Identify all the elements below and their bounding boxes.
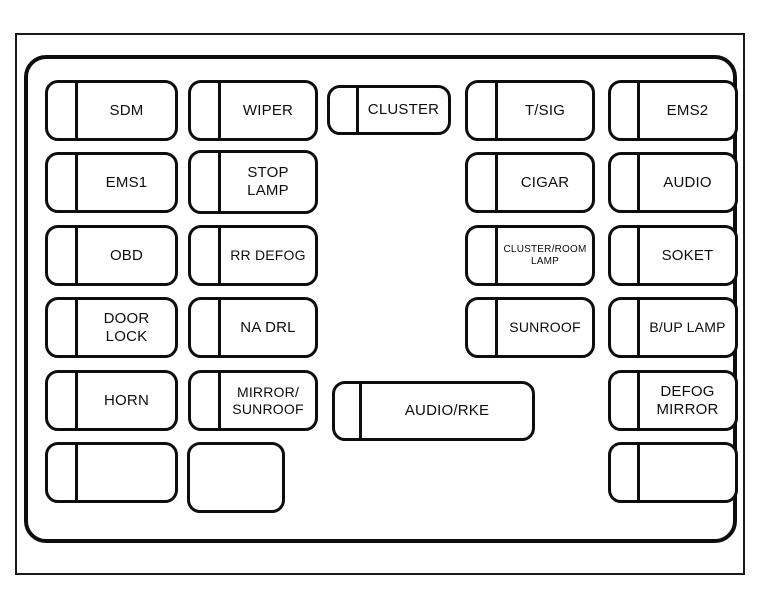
fuse-slot-stop-lamp[interactable]: STOP LAMP bbox=[188, 150, 318, 214]
fuse-slot-divider bbox=[495, 80, 498, 141]
fuse-slot-divider bbox=[495, 152, 498, 213]
fuse-slot-label: B/UP LAMP bbox=[649, 319, 726, 336]
fuse-slot-label: HORN bbox=[104, 391, 149, 409]
fuse-slot-defog-mirror[interactable]: DEFOG MIRROR bbox=[608, 370, 738, 431]
fuse-slot-wiper[interactable]: WIPER bbox=[188, 80, 318, 141]
fuse-slot-divider bbox=[75, 370, 78, 431]
fuse-slot-label: CIGAR bbox=[520, 173, 570, 191]
fuse-slot-label: AUDIO/RKE bbox=[404, 402, 490, 420]
fuse-slot-divider bbox=[359, 381, 362, 441]
fuse-slot-empty-col5[interactable] bbox=[608, 442, 738, 503]
fuse-slot-obd[interactable]: OBD bbox=[45, 225, 178, 286]
fuse-slot-label: T/SIG bbox=[524, 101, 566, 119]
fuse-slot-label bbox=[190, 445, 282, 510]
fuse-slot-tsig[interactable]: T/SIG bbox=[465, 80, 595, 141]
fuse-slot-audio[interactable]: AUDIO bbox=[608, 152, 738, 213]
fuse-slot-ems2[interactable]: EMS2 bbox=[608, 80, 738, 141]
fuse-slot-cluster[interactable]: CLUSTER bbox=[327, 85, 451, 135]
fuse-slot-na-drl[interactable]: NA DRL bbox=[188, 297, 318, 358]
fuse-slot-divider bbox=[75, 80, 78, 141]
fuse-slot-sdm[interactable]: SDM bbox=[45, 80, 178, 141]
fuse-slot-divider bbox=[637, 297, 640, 358]
fuse-slot-divider bbox=[495, 297, 498, 358]
fuse-slot-label: EMS1 bbox=[105, 173, 148, 191]
fuse-slot-empty-col2[interactable] bbox=[187, 442, 285, 513]
fuse-slot-rr-defog[interactable]: RR DEFOG bbox=[188, 225, 318, 286]
fuse-slot-label bbox=[640, 445, 735, 500]
fuse-slot-bup-lamp[interactable]: B/UP LAMP bbox=[608, 297, 738, 358]
fuse-slot-label: NA DRL bbox=[240, 318, 296, 336]
fuse-slot-horn[interactable]: HORN bbox=[45, 370, 178, 431]
fuse-slot-label: OBD bbox=[109, 246, 144, 264]
fuse-slot-divider bbox=[356, 85, 359, 135]
fuse-slot-label: RR DEFOG bbox=[230, 247, 306, 264]
fuse-slot-label: MIRROR/ SUNROOF bbox=[232, 383, 304, 417]
fuse-slot-label: AUDIO bbox=[663, 173, 712, 191]
fuse-slot-divider bbox=[637, 152, 640, 213]
fuse-slot-soket[interactable]: SOKET bbox=[608, 225, 738, 286]
fuse-slot-door-lock[interactable]: DOOR LOCK bbox=[45, 297, 178, 358]
fuse-slot-divider bbox=[75, 297, 78, 358]
fuse-slot-divider bbox=[637, 442, 640, 503]
fuse-slot-divider bbox=[637, 80, 640, 141]
fuse-slot-divider bbox=[218, 150, 221, 214]
fuse-slot-label: SDM bbox=[109, 101, 144, 119]
fuse-slot-label: WIPER bbox=[242, 101, 294, 119]
fuse-slot-label bbox=[78, 445, 175, 500]
fuse-slot-label: CLUSTER bbox=[367, 101, 440, 119]
fuse-slot-label: DOOR LOCK bbox=[103, 309, 150, 345]
fuse-slot-sunroof[interactable]: SUNROOF bbox=[465, 297, 595, 358]
fuse-slot-divider bbox=[637, 370, 640, 431]
fuse-slot-ems1[interactable]: EMS1 bbox=[45, 152, 178, 213]
fuse-slot-divider bbox=[218, 225, 221, 286]
fuse-slot-mirror-sunroof[interactable]: MIRROR/ SUNROOF bbox=[188, 370, 318, 431]
fuse-slot-divider bbox=[637, 225, 640, 286]
fuse-slot-divider bbox=[495, 225, 498, 286]
fuse-slot-cluster-room-lamp[interactable]: CLUSTER/ROOM LAMP bbox=[465, 225, 595, 286]
fuse-slot-label: SUNROOF bbox=[509, 319, 581, 336]
fuse-slot-label: SOKET bbox=[661, 246, 714, 264]
fuse-slot-divider bbox=[75, 152, 78, 213]
fuse-slot-divider bbox=[218, 297, 221, 358]
fuse-slot-label: EMS2 bbox=[666, 101, 709, 119]
fuse-slot-cigar[interactable]: CIGAR bbox=[465, 152, 595, 213]
fuse-slot-divider bbox=[218, 370, 221, 431]
fuse-slot-empty-col1[interactable] bbox=[45, 442, 178, 503]
fuse-slot-label: DEFOG MIRROR bbox=[656, 382, 719, 418]
fuse-slot-divider bbox=[75, 442, 78, 503]
fuse-slot-divider bbox=[75, 225, 78, 286]
fuse-slot-label: CLUSTER/ROOM LAMP bbox=[503, 243, 587, 267]
fuse-slot-divider bbox=[218, 80, 221, 141]
fuse-slot-audio-rke[interactable]: AUDIO/RKE bbox=[332, 381, 535, 441]
fuse-slot-label: STOP LAMP bbox=[247, 164, 289, 199]
